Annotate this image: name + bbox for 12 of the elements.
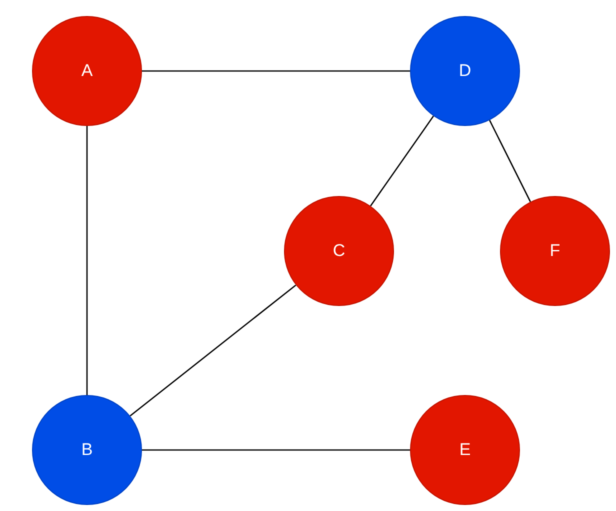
connector-line (130, 284, 296, 416)
connector-line (489, 120, 531, 202)
connector-line (142, 70, 410, 72)
node-label: D (458, 61, 472, 81)
connector-line (86, 126, 88, 395)
node-label: E (459, 440, 471, 460)
node-label: B (81, 440, 93, 460)
node-label: C (332, 241, 346, 261)
connector-line (142, 449, 410, 451)
node-label: A (81, 61, 93, 81)
node-label: F (550, 241, 560, 261)
connector-line (370, 116, 434, 206)
